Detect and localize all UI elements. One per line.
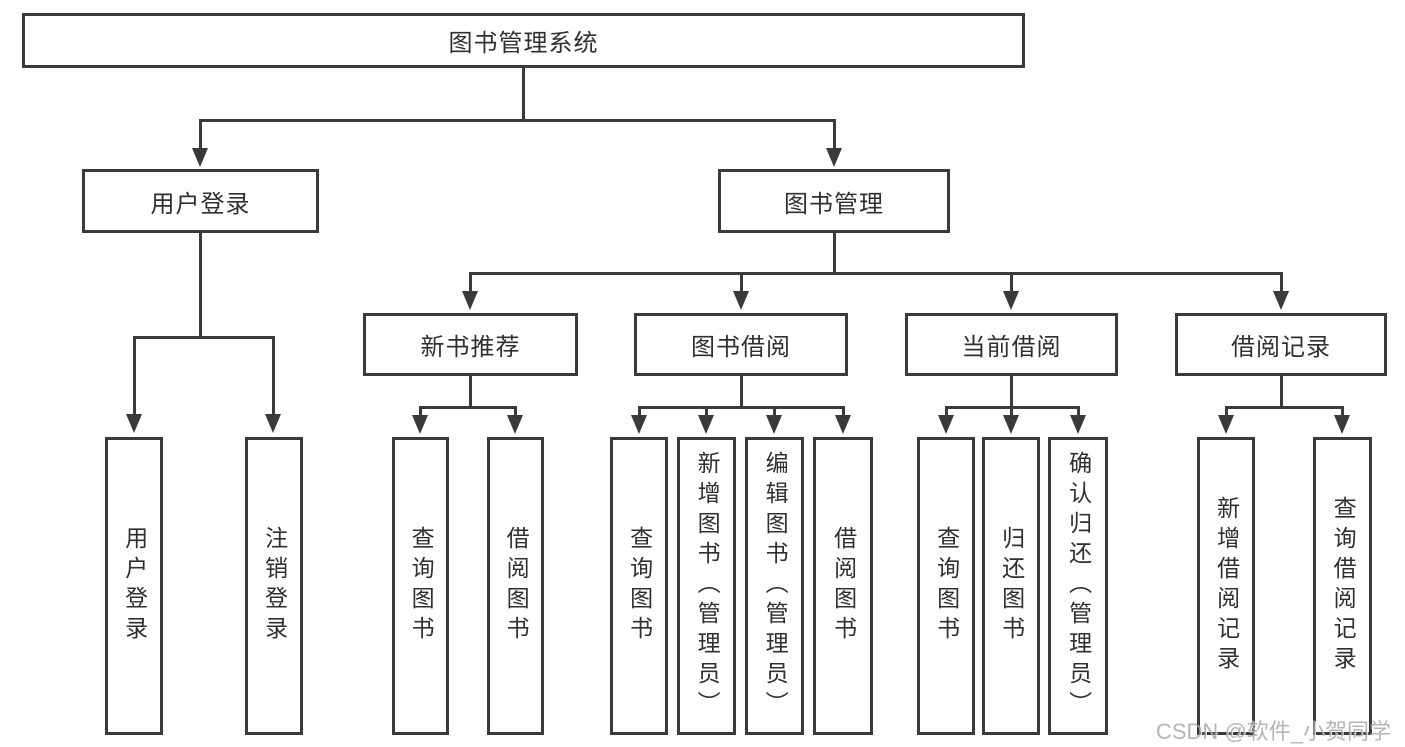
leaf-add-books-admin-label: 新增图书（管理员） xyxy=(694,451,721,721)
leaf-query-books-recommend-label: 查询图书 xyxy=(408,526,435,646)
leaf-confirm-return-admin-label: 确认归还（管理员） xyxy=(1065,451,1092,721)
leaf-query-books-borrow-label: 查询图书 xyxy=(626,526,653,646)
node-new-book-recommend-label: 新书推荐 xyxy=(420,334,521,361)
connector-borrow-records-vline xyxy=(1280,376,1283,409)
arrow-down-icon xyxy=(462,291,478,310)
leaf-edit-books-admin-label: 编辑图书（管理员） xyxy=(762,451,789,721)
connector-stem xyxy=(842,406,845,417)
leaf-logout-label: 注销登录 xyxy=(261,526,288,646)
leaf-edit-books-admin: 编辑图书（管理员） xyxy=(745,437,804,735)
connector-user-login-hline xyxy=(133,336,275,339)
leaf-query-borrow-record: 查询借阅记录 xyxy=(1313,437,1372,735)
arrow-down-icon xyxy=(631,415,647,434)
leaf-borrow-books-recommend: 借阅图书 xyxy=(487,437,544,735)
connector-new-rec-hline xyxy=(419,406,517,409)
connector-stem-borrow-records xyxy=(1280,272,1283,294)
connector-user-login-vline xyxy=(199,233,202,339)
connector-borrow-records-hline xyxy=(1225,406,1343,409)
node-borrow-records: 借阅记录 xyxy=(1175,313,1387,376)
arrow-down-icon xyxy=(412,415,428,434)
connector-new-rec-vline xyxy=(469,376,472,409)
connector-stem xyxy=(1341,406,1344,417)
leaf-add-borrow-record-label: 新增借阅记录 xyxy=(1213,496,1240,676)
leaf-add-books-admin: 新增图书（管理员） xyxy=(677,437,736,735)
arrow-down-icon xyxy=(1334,415,1350,434)
node-current-borrow-label: 当前借阅 xyxy=(961,334,1062,361)
csdn-watermark: CSDN @软件_小贺同学 xyxy=(1155,719,1391,744)
connector-book-borrow-vline xyxy=(740,376,743,409)
connector-stem xyxy=(705,406,708,417)
arrow-down-icon xyxy=(835,415,851,434)
connector-stem xyxy=(514,406,517,417)
arrow-down-icon xyxy=(126,414,142,433)
leaf-return-books: 归还图书 xyxy=(982,437,1040,735)
node-new-book-recommend: 新书推荐 xyxy=(363,313,578,376)
leaf-borrow-books: 借阅图书 xyxy=(813,437,873,735)
leaf-add-borrow-record: 新增借阅记录 xyxy=(1197,437,1255,735)
connector-stem-new-recommend xyxy=(469,272,472,294)
node-book-borrow-label: 图书借阅 xyxy=(691,334,791,361)
node-user-login: 用户登录 xyxy=(82,169,319,233)
connector-stem-logout xyxy=(272,336,275,416)
leaf-query-books-current-label: 查询图书 xyxy=(933,526,960,646)
arrow-down-icon xyxy=(1218,415,1234,434)
arrow-down-icon xyxy=(192,148,208,167)
node-book-management: 图书管理 xyxy=(718,169,950,233)
arrow-down-icon xyxy=(1003,291,1019,310)
connector-stem xyxy=(945,406,948,417)
node-user-login-label: 用户登录 xyxy=(150,190,251,218)
arrow-down-icon xyxy=(1273,291,1289,310)
connector-stem-book-management xyxy=(833,119,836,151)
node-current-borrow: 当前借阅 xyxy=(905,313,1118,376)
connector-current-borrow-vline xyxy=(1010,376,1013,409)
connector-stem xyxy=(773,406,776,417)
arrow-down-icon xyxy=(1070,415,1086,434)
node-borrow-records-label: 借阅记录 xyxy=(1231,334,1331,361)
connector-root-hline xyxy=(199,119,836,122)
node-book-borrow: 图书借阅 xyxy=(634,313,848,376)
connector-book-borrow-hline xyxy=(638,406,844,409)
node-library-system-label: 图书管理系统 xyxy=(448,30,599,57)
connector-stem xyxy=(1225,406,1228,417)
arrow-down-icon xyxy=(507,415,523,434)
leaf-user-login: 用户登录 xyxy=(105,437,163,735)
arrow-down-icon xyxy=(1003,415,1019,434)
node-library-system: 图书管理系统 xyxy=(22,13,1025,68)
leaf-confirm-return-admin: 确认归还（管理员） xyxy=(1048,437,1108,735)
arrow-down-icon xyxy=(698,415,714,434)
connector-stem xyxy=(419,406,422,417)
connector-stem-book-borrow xyxy=(740,272,743,294)
leaf-borrow-books-label: 借阅图书 xyxy=(830,526,857,646)
connector-stem-user-login xyxy=(199,119,202,151)
leaf-user-login-label: 用户登录 xyxy=(121,526,148,646)
leaf-query-books-borrow: 查询图书 xyxy=(610,437,668,735)
arrow-down-icon xyxy=(766,415,782,434)
connector-stem xyxy=(1077,406,1080,417)
arrow-down-icon xyxy=(733,291,749,310)
leaf-return-books-label: 归还图书 xyxy=(998,526,1025,646)
arrow-down-icon xyxy=(265,414,281,433)
connector-stem-login xyxy=(133,336,136,416)
arrow-down-icon xyxy=(826,148,842,167)
connector-stem xyxy=(638,406,641,417)
connector-stem-current-borrow xyxy=(1010,272,1013,294)
arrow-down-icon xyxy=(938,415,954,434)
connector-root-vline xyxy=(522,66,525,121)
leaf-query-borrow-record-label: 查询借阅记录 xyxy=(1330,496,1357,676)
leaf-query-books-recommend: 查询图书 xyxy=(392,437,449,735)
leaf-query-books-current: 查询图书 xyxy=(917,437,975,735)
connector-book-mgmt-vline xyxy=(833,233,836,275)
leaf-borrow-books-recommend-label: 借阅图书 xyxy=(503,526,530,646)
node-book-management-label: 图书管理 xyxy=(784,190,884,218)
leaf-logout: 注销登录 xyxy=(245,437,303,735)
connector-book-mgmt-hline xyxy=(469,272,1283,275)
connector-stem xyxy=(1010,406,1013,417)
